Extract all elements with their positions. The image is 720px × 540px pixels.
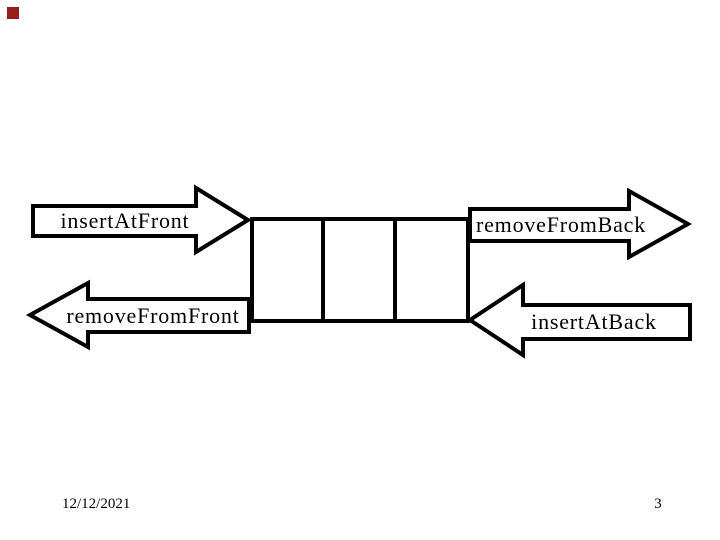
remove-from-back-arrow [468,187,693,261]
deque-cells-box [250,217,470,323]
page-number: 3 [654,495,662,512]
remove-from-front-label: removeFromFront [66,303,240,328]
remove-from-front-arrow [25,279,251,351]
insert-at-back-label: insertAtBack [531,309,657,334]
accent-square [7,7,19,19]
insert-at-front-arrow [31,184,252,256]
insert-at-back-arrow [466,281,692,359]
remove-from-back-label: removeFromBack [475,212,647,237]
footer-date: 12/12/2021 [62,495,131,512]
insert-at-front-label: insertAtFront [60,208,190,233]
